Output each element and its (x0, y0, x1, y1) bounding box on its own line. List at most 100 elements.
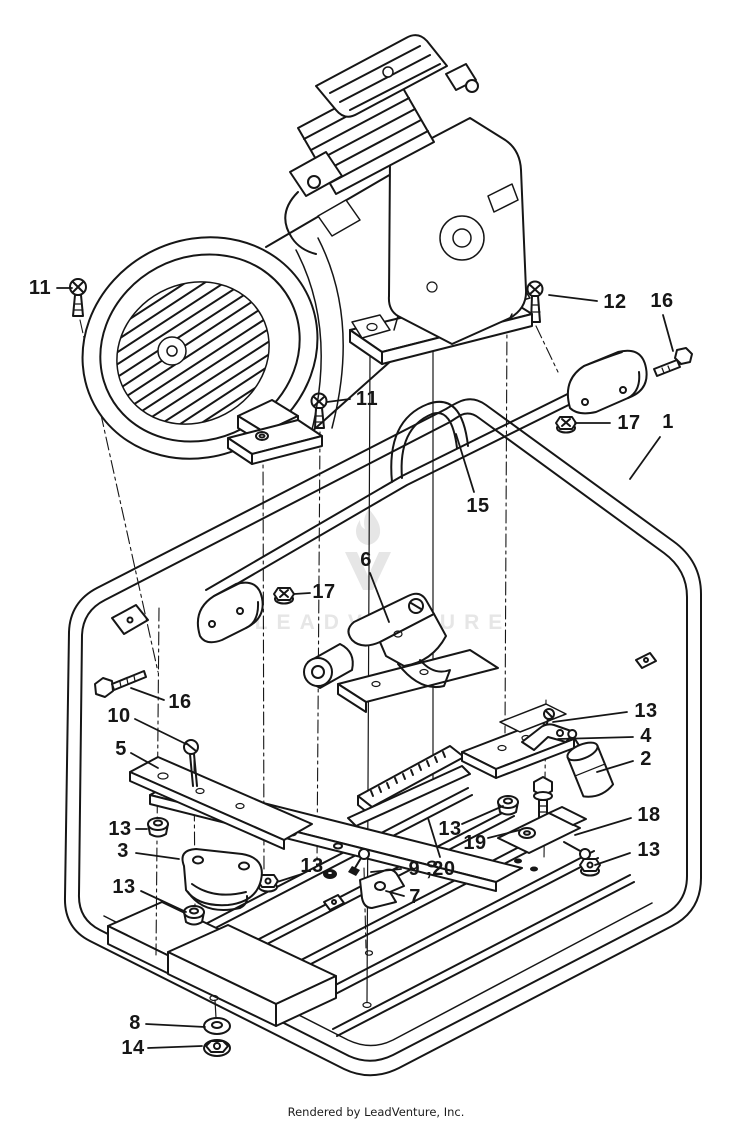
callout-leader-13 (552, 711, 628, 723)
callout-leader-17 (293, 592, 311, 595)
bolt-16-right (653, 347, 693, 377)
mount-plate-5-edge (129, 771, 285, 850)
callout-leader-8 (145, 1023, 206, 1028)
callout-leader-14 (147, 1045, 203, 1049)
motor-hub (157, 336, 187, 366)
callout-label-1: 1 (662, 411, 674, 433)
callout-leader-9-20 (370, 868, 402, 873)
bracket-3 (181, 848, 263, 911)
callout-leader-2 (596, 760, 634, 773)
callout-label-10: 10 (107, 705, 130, 727)
crossbar-tube-bottom (210, 380, 618, 600)
nut-14 (203, 1039, 231, 1057)
callout-leader-4 (557, 736, 634, 740)
frame-inner-tube (77, 412, 688, 1062)
callout-leader-11 (326, 398, 351, 403)
center-mount-assembly (303, 592, 499, 909)
support-rail-20 (347, 745, 471, 827)
callout-label-13: 13 (438, 818, 461, 840)
callout-leader-9-20 (427, 817, 441, 858)
callout-leader-7 (385, 890, 405, 897)
callout-leader-13 (461, 805, 504, 825)
saddle-clamp-right (566, 349, 648, 415)
callout-label-4: 4 (640, 725, 652, 747)
bolt-9 (348, 848, 370, 876)
terminal-box (317, 199, 361, 237)
callout-label-12: 12 (603, 291, 626, 313)
left-mount-assembly (129, 739, 523, 926)
callout-leader-13 (140, 890, 187, 913)
frame-tabs (111, 604, 657, 911)
engine (284, 34, 533, 365)
callout-label-5: 5 (115, 738, 127, 760)
grommet-13-19 (497, 795, 519, 816)
bracket-4 (521, 723, 575, 751)
callout-label-9-20: 9 ,20 (409, 858, 456, 880)
roller-cylinder (303, 643, 354, 689)
clamp-7 (359, 868, 405, 909)
callout-label-6: 6 (360, 549, 372, 571)
callout-label-16: 16 (168, 691, 191, 713)
callout-label-16: 16 (650, 290, 673, 312)
callout-leader-15 (455, 433, 475, 493)
callout-label-7: 7 (409, 886, 421, 908)
callout-label-3: 3 (117, 840, 129, 862)
callout-label-11: 11 (29, 277, 51, 299)
handle-arch-inner (400, 412, 458, 479)
callout-leader-16 (130, 687, 165, 701)
callout-leader-18 (574, 817, 632, 836)
callout-leader-13 (594, 852, 631, 866)
callout-leader-10 (134, 718, 187, 745)
callout-leader-12 (548, 294, 598, 302)
carburetor (284, 151, 343, 255)
callout-label-18: 18 (637, 804, 660, 826)
mounting-blocks (107, 901, 337, 1027)
grommet-13-lower-left (183, 905, 205, 926)
callout-label-13: 13 (112, 876, 135, 898)
callout-label-17: 17 (312, 581, 335, 603)
leadventure-v-icon (345, 552, 391, 590)
callout-label-13: 13 (300, 855, 323, 877)
handle-arch-outer (390, 400, 469, 483)
frame-outer-tube (63, 398, 702, 1077)
callout-label-2: 2 (640, 748, 652, 770)
callout-label-13: 13 (637, 839, 660, 861)
flame-icon (356, 509, 381, 545)
frame-floor-rim (103, 902, 653, 1047)
bolt-12 (526, 280, 544, 323)
callout-label-13: 13 (108, 818, 131, 840)
alternator-motor (81, 169, 458, 465)
motor-foot (227, 399, 323, 465)
callout-label-13: 13 (634, 700, 657, 722)
bottom-hardware (203, 999, 231, 1057)
center-plate-edge (337, 683, 367, 713)
callout-label-15: 15 (466, 495, 489, 517)
callout-leader-5 (130, 752, 159, 769)
nut-17-right (555, 416, 577, 434)
right-mount-assembly (461, 703, 615, 877)
spark-plug (445, 63, 479, 93)
engine-crankcase (387, 117, 528, 345)
flange-nut-13-right (579, 858, 601, 877)
callout-label-14: 14 (121, 1037, 145, 1059)
callout-label-8: 8 (129, 1012, 141, 1034)
engine-valve-cover (315, 34, 448, 118)
callout-leader-13 (276, 873, 303, 883)
grommet-13-left (147, 817, 169, 838)
motor-vent-face (116, 281, 270, 425)
nut-17-left (273, 587, 295, 605)
bolt-16-left (94, 670, 147, 698)
callout-label-11: 11 (356, 388, 378, 410)
callout-leader-3 (135, 852, 180, 860)
footer-credit: Rendered by LeadVenture, Inc. (288, 1105, 465, 1119)
washer-8 (203, 1017, 231, 1035)
callout-leader-6 (369, 572, 390, 623)
bracket-18 (497, 806, 591, 872)
callout-leader-19 (487, 829, 521, 839)
bracket-6 (347, 592, 451, 688)
saddle-clamp-left (196, 581, 264, 644)
callout-leader-16 (662, 314, 674, 352)
